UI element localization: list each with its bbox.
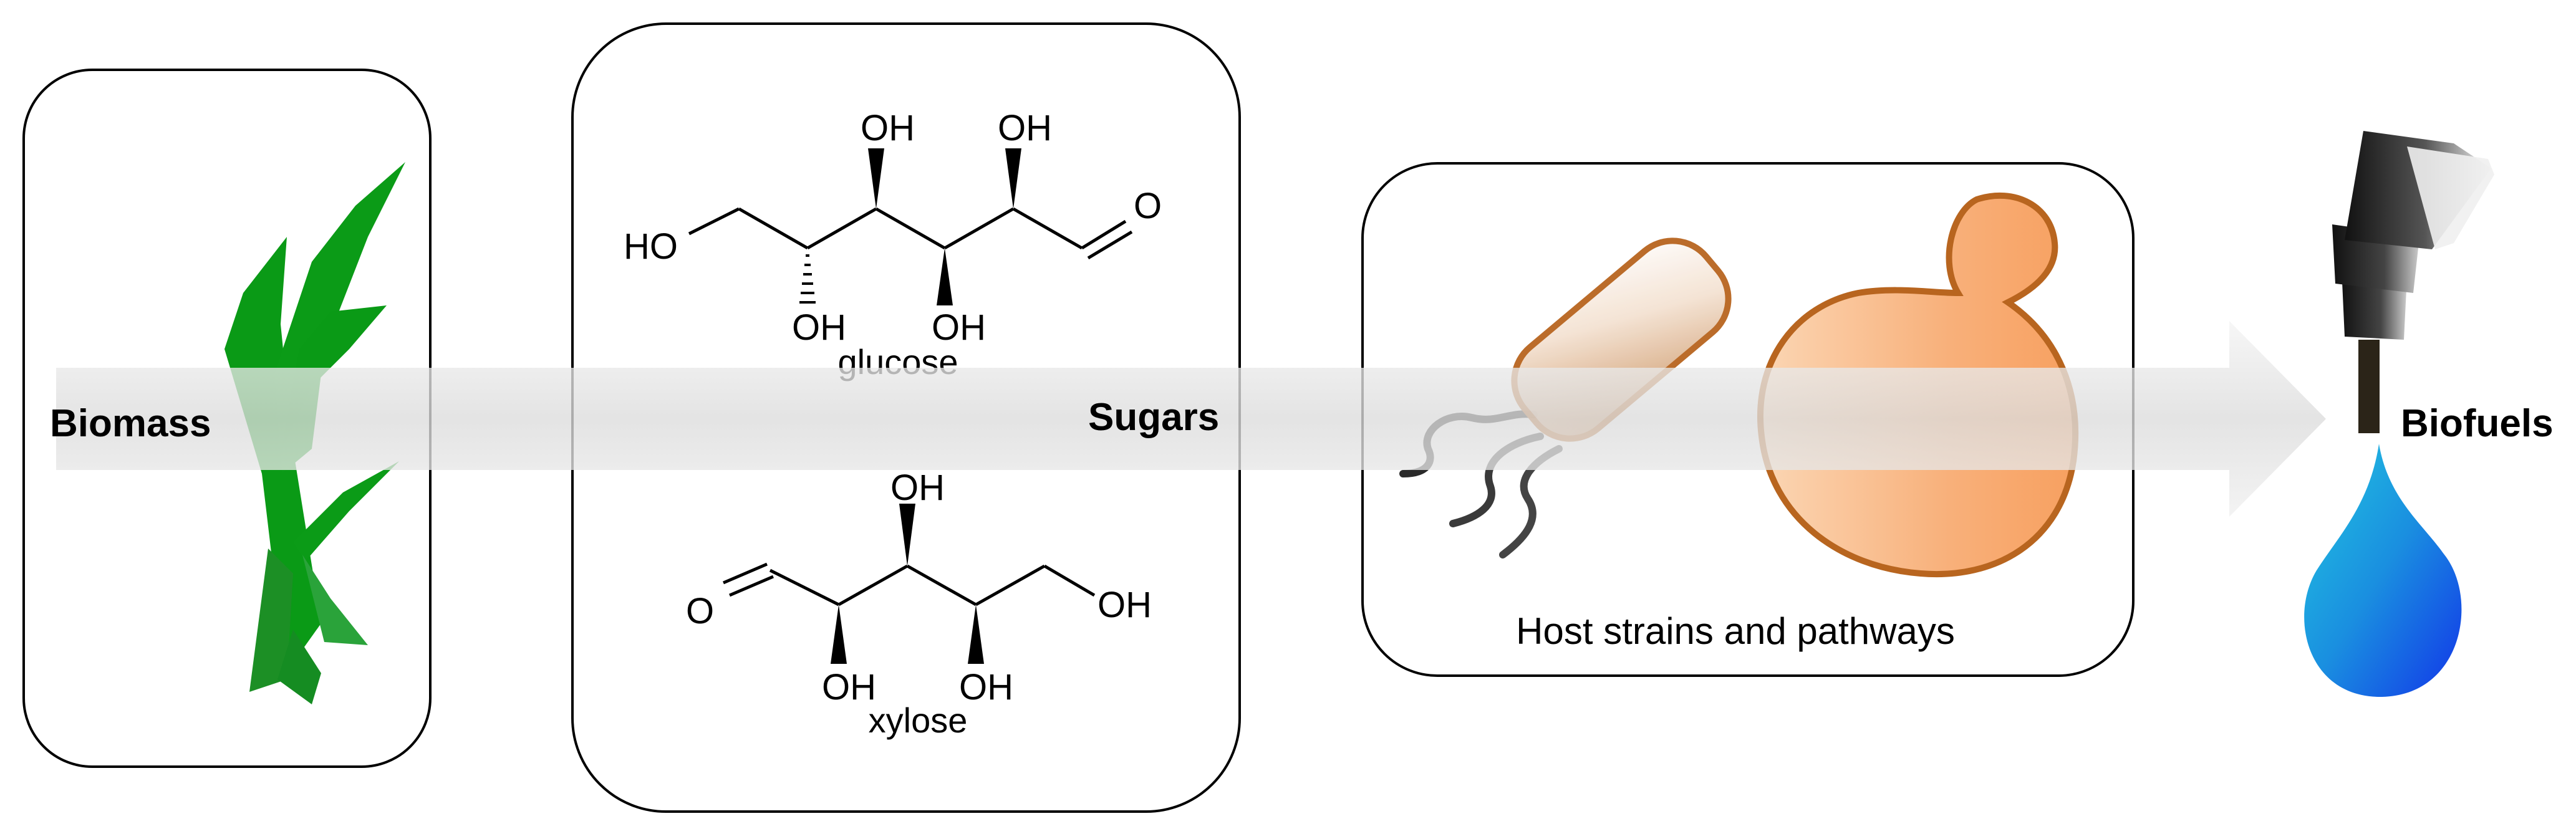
fuel-nozzle-icon bbox=[2332, 131, 2494, 433]
xylose-carbonyl-o: O bbox=[686, 591, 714, 631]
glucose-wedges bbox=[868, 148, 1021, 305]
glucose-ho-label: HO bbox=[624, 226, 678, 267]
glucose-oh-bottom-2: OH bbox=[932, 307, 986, 348]
sugars-label: Sugars bbox=[1088, 396, 1219, 439]
glucose-carbonyl-o: O bbox=[1134, 186, 1162, 226]
glucose-oh-bottom-1: OH bbox=[792, 307, 846, 348]
glucose-hash-bond bbox=[799, 254, 816, 304]
glucose-structure bbox=[688, 207, 1133, 260]
xylose-oh-right: OH bbox=[1097, 585, 1152, 625]
xylose-oh-bottom-2: OH bbox=[959, 667, 1013, 707]
biomass-label: Biomass bbox=[50, 402, 211, 445]
xylose-oh-bottom-1: OH bbox=[822, 667, 876, 707]
glucose-oh-top-2: OH bbox=[998, 108, 1052, 148]
glucose-oh-top-1: OH bbox=[861, 108, 915, 148]
xylose-oh-top: OH bbox=[890, 467, 945, 508]
fuel-droplet-icon bbox=[2304, 444, 2462, 698]
hosts-label: Host strains and pathways bbox=[1516, 610, 1955, 652]
biofuels-label: Biofuels bbox=[2401, 402, 2554, 445]
process-arrow bbox=[56, 321, 2326, 517]
xylose-structure bbox=[723, 562, 1096, 606]
xylose-name: xylose bbox=[869, 701, 968, 740]
xylose-wedges bbox=[831, 504, 984, 664]
